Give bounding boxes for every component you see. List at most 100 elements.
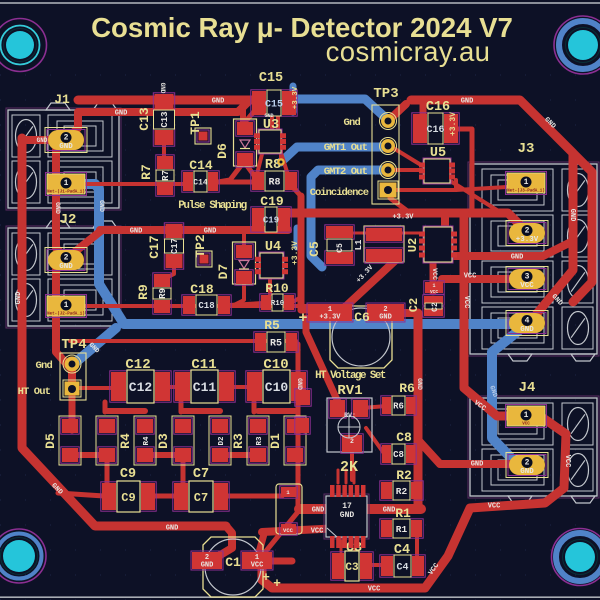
svg-text:+3.3V: +3.3V bbox=[319, 314, 341, 322]
svg-text:1: 1 bbox=[64, 301, 69, 310]
svg-text:Cosmic Ray μ- Detector 2024 V7: Cosmic Ray μ- Detector 2024 V7 bbox=[91, 12, 513, 43]
svg-text:R8: R8 bbox=[265, 158, 281, 173]
svg-text:C5: C5 bbox=[336, 243, 345, 253]
svg-text:+3.3V: +3.3V bbox=[516, 236, 539, 244]
svg-text:C11: C11 bbox=[191, 357, 216, 373]
svg-text:VCC: VCC bbox=[431, 268, 438, 280]
svg-text:VCC: VCC bbox=[488, 503, 501, 511]
svg-text:D6: D6 bbox=[215, 143, 230, 159]
svg-text:Coincidence: Coincidence bbox=[310, 187, 369, 199]
svg-text:2: 2 bbox=[525, 227, 530, 236]
svg-text:C19: C19 bbox=[260, 194, 284, 209]
svg-text:GND: GND bbox=[296, 378, 303, 390]
svg-text:VCC: VCC bbox=[251, 562, 264, 570]
svg-text:R9: R9 bbox=[158, 288, 168, 299]
svg-text:D1: D1 bbox=[268, 433, 283, 449]
svg-text:VCC: VCC bbox=[520, 282, 534, 290]
svg-text:+3.3V: +3.3V bbox=[392, 214, 414, 222]
svg-text:GND: GND bbox=[54, 202, 61, 214]
svg-text:C15: C15 bbox=[259, 71, 283, 86]
svg-text:GND: GND bbox=[201, 562, 214, 570]
svg-text:R9: R9 bbox=[136, 284, 151, 300]
svg-text:C7: C7 bbox=[193, 467, 209, 482]
svg-text:C2: C2 bbox=[431, 302, 440, 312]
svg-text:Net-(J2-PadA_1): Net-(J2-PadA_1) bbox=[47, 312, 85, 317]
svg-text:R7: R7 bbox=[161, 170, 171, 181]
svg-text:J1: J1 bbox=[54, 92, 70, 107]
svg-text:GND: GND bbox=[166, 525, 179, 533]
svg-text:R3: R3 bbox=[256, 436, 264, 446]
svg-text:2: 2 bbox=[350, 438, 354, 445]
svg-text:C4: C4 bbox=[396, 563, 408, 574]
svg-text:VCC: VCC bbox=[283, 527, 294, 534]
svg-text:U3: U3 bbox=[263, 118, 279, 133]
svg-text:C8: C8 bbox=[393, 450, 404, 460]
svg-text:TP4: TP4 bbox=[61, 337, 86, 353]
svg-text:17: 17 bbox=[342, 502, 352, 511]
svg-text:C9: C9 bbox=[121, 491, 135, 505]
svg-text:C6: C6 bbox=[354, 310, 370, 325]
svg-text:U2: U2 bbox=[406, 238, 420, 252]
svg-text:R6: R6 bbox=[399, 381, 415, 396]
svg-text:C4: C4 bbox=[394, 543, 410, 558]
svg-text:VCC: VCC bbox=[563, 455, 571, 468]
svg-text:1: 1 bbox=[286, 489, 290, 496]
svg-text:R8: R8 bbox=[268, 178, 280, 189]
svg-text:Gnd: Gnd bbox=[35, 360, 52, 372]
svg-text:GND: GND bbox=[520, 326, 534, 334]
svg-text:TP3: TP3 bbox=[373, 86, 398, 102]
svg-text:VCC: VCC bbox=[430, 289, 438, 295]
svg-text:+3.3V: +3.3V bbox=[292, 86, 300, 109]
svg-text:C12: C12 bbox=[129, 380, 153, 395]
svg-text:2: 2 bbox=[64, 134, 69, 143]
svg-text:3: 3 bbox=[525, 273, 530, 282]
svg-text:J2: J2 bbox=[60, 212, 77, 228]
svg-text:C12: C12 bbox=[125, 357, 150, 373]
svg-text:2: 2 bbox=[525, 459, 530, 468]
svg-text:D7: D7 bbox=[216, 264, 231, 280]
svg-text:C3: C3 bbox=[346, 541, 362, 556]
svg-text:1: 1 bbox=[432, 283, 435, 289]
svg-text:R4: R4 bbox=[118, 433, 133, 449]
svg-text:1: 1 bbox=[64, 179, 69, 188]
svg-text:Net-(J1-PadA_1): Net-(J1-PadA_1) bbox=[47, 190, 85, 195]
svg-text:GND: GND bbox=[520, 468, 534, 476]
svg-text:VCC: VCC bbox=[368, 586, 381, 594]
svg-text:R5: R5 bbox=[264, 318, 280, 333]
svg-text:R7: R7 bbox=[139, 164, 154, 180]
svg-text:VCC: VCC bbox=[462, 296, 470, 309]
svg-text:R1: R1 bbox=[396, 524, 408, 535]
svg-text:1: 1 bbox=[255, 554, 259, 562]
svg-text:GND: GND bbox=[264, 113, 273, 119]
svg-text:+: + bbox=[298, 310, 307, 327]
svg-text:R6: R6 bbox=[393, 402, 404, 412]
svg-text:C7: C7 bbox=[194, 491, 208, 505]
svg-text:R3: R3 bbox=[231, 433, 246, 449]
svg-text:GND: GND bbox=[379, 314, 392, 322]
svg-text:R4: R4 bbox=[143, 436, 151, 446]
svg-text:1: 1 bbox=[524, 411, 529, 420]
svg-text:L1: L1 bbox=[354, 239, 364, 250]
svg-text:R10: R10 bbox=[265, 281, 289, 296]
svg-text:C5: C5 bbox=[307, 241, 322, 257]
svg-text:D5: D5 bbox=[43, 433, 58, 449]
svg-text:+: + bbox=[262, 570, 270, 585]
svg-text:GND: GND bbox=[488, 385, 499, 398]
svg-text:TP1: TP1 bbox=[188, 111, 203, 135]
svg-text:C17: C17 bbox=[170, 238, 180, 254]
svg-text:GND: GND bbox=[416, 378, 423, 390]
svg-text:C18: C18 bbox=[190, 282, 214, 297]
svg-text:C10: C10 bbox=[263, 357, 288, 373]
svg-text:U5: U5 bbox=[430, 146, 446, 161]
svg-text:1: 1 bbox=[524, 178, 529, 187]
svg-text:J3: J3 bbox=[518, 141, 535, 157]
svg-text:C16: C16 bbox=[426, 100, 450, 115]
svg-text:+3.3V: +3.3V bbox=[291, 241, 300, 265]
svg-text:4: 4 bbox=[525, 317, 530, 326]
svg-text:RV1: RV1 bbox=[337, 383, 362, 399]
svg-text:GND: GND bbox=[383, 507, 396, 515]
svg-text:2: 2 bbox=[383, 306, 387, 314]
svg-text:C13: C13 bbox=[137, 107, 152, 131]
svg-text:C9: C9 bbox=[120, 467, 136, 482]
svg-text:GND: GND bbox=[212, 98, 225, 106]
